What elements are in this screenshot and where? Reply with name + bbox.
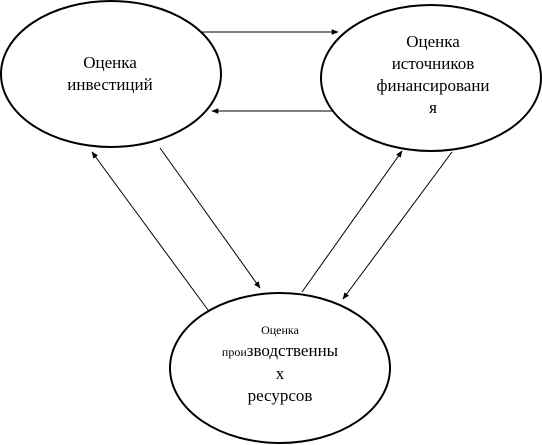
- financing-line-1: Оценка: [406, 32, 460, 51]
- arrow-resources-to-financing: [301, 150, 403, 293]
- resources-line-2-large: зводственны: [246, 341, 339, 360]
- ellipse-resources: [169, 292, 391, 444]
- node-label-investments: Оценка инвестиций: [40, 52, 180, 96]
- node-label-financing: Оценка источников финансировани я: [338, 31, 528, 119]
- ellipse-financing: [320, 4, 542, 152]
- financing-line-4: я: [429, 98, 437, 117]
- investments-line-1: Оценка: [83, 53, 137, 72]
- arrow-investments-to-resources: [159, 147, 261, 289]
- node-label-resources: Оценка производственны х ресурсов: [190, 320, 370, 407]
- ellipse-investments: [0, 0, 222, 148]
- arrow-resources-to-investments: [91, 151, 209, 311]
- resources-line-2: производственны: [190, 340, 370, 363]
- financing-line-2: источников: [391, 54, 475, 73]
- resources-line-1: Оценка: [261, 323, 299, 337]
- financing-line-3: финансировани: [376, 76, 490, 95]
- investments-line-2: инвестиций: [67, 75, 153, 94]
- resources-line-4: ресурсов: [247, 386, 313, 405]
- arrow-financing-to-resources: [342, 151, 453, 300]
- resources-line-2-small: прои: [221, 345, 247, 359]
- resources-line-3: х: [275, 364, 285, 383]
